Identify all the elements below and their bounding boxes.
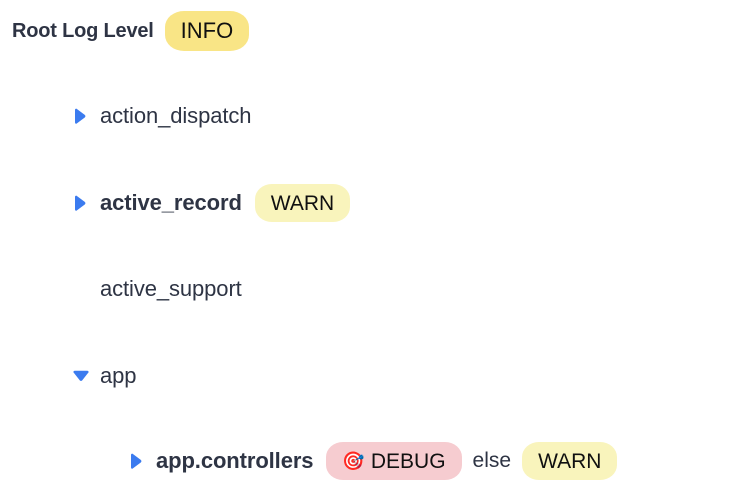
root-log-level-header: Root Log Level INFO: [12, 11, 250, 51]
else-log-level-badge[interactable]: WARN: [522, 442, 618, 480]
tree-node-label: active_support: [100, 276, 242, 301]
tree-node-badges: 🎯DEBUG else WARN: [326, 442, 618, 480]
else-label: else: [472, 449, 512, 472]
tree-node-label: action_dispatch: [100, 103, 252, 128]
chevron-down-icon[interactable]: [70, 365, 92, 387]
page-title: Root Log Level: [12, 19, 154, 42]
chevron-right-icon[interactable]: [70, 105, 92, 127]
tree-node-badges: WARN: [254, 184, 351, 222]
tree-row[interactable]: active_support: [70, 267, 242, 311]
badge-label: WARN: [538, 449, 602, 473]
tree-row[interactable]: action_dispatch: [70, 94, 251, 138]
badge-label: DEBUG: [370, 449, 446, 473]
tree-row[interactable]: app: [70, 354, 137, 398]
tree-node-label: app.controllers: [156, 448, 314, 473]
tree-node-label: app: [100, 363, 137, 388]
chevron-right-icon[interactable]: [70, 192, 92, 214]
badge-label: WARN: [270, 191, 335, 215]
tree-row[interactable]: active_record WARN: [70, 181, 351, 225]
tree-row[interactable]: app.controllers 🎯DEBUG else WARN: [126, 439, 618, 483]
twisty-placeholder: [70, 278, 92, 300]
target-emoji-icon: 🎯: [342, 451, 365, 471]
root-log-level-badge[interactable]: INFO: [164, 11, 250, 51]
chevron-right-icon[interactable]: [126, 450, 148, 472]
log-level-badge[interactable]: 🎯DEBUG: [326, 442, 462, 480]
log-level-badge[interactable]: WARN: [254, 184, 351, 222]
tree-node-label: active_record: [100, 190, 242, 215]
